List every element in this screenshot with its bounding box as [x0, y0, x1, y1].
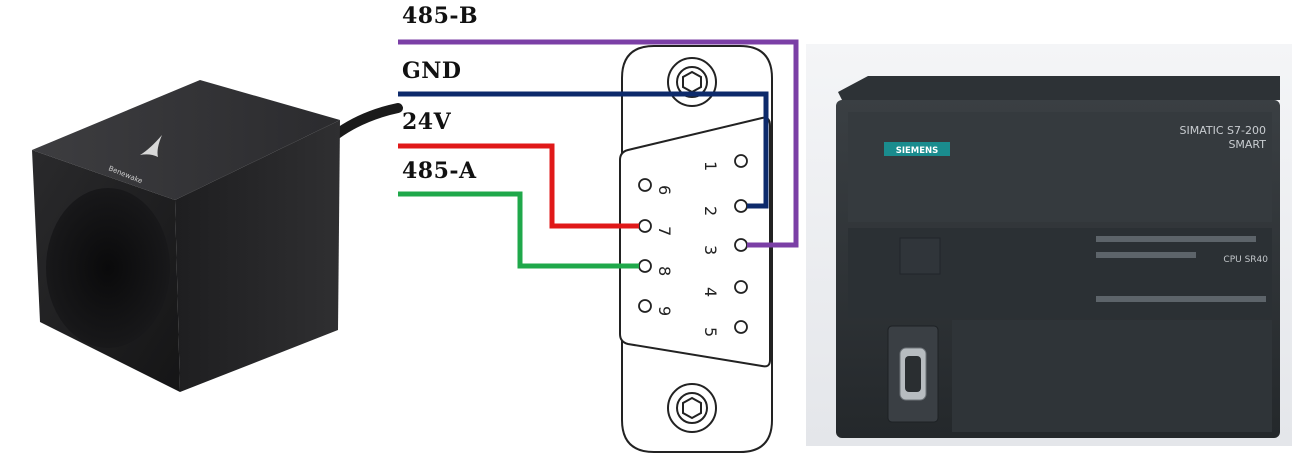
db9-connector: 1 2 3 4 5 6 7 8 9: [619, 45, 773, 453]
pin-hole-2: [734, 199, 748, 213]
connector-d-shell: [619, 116, 771, 368]
plc-upper-panel: [848, 112, 1272, 222]
wires: [398, 39, 799, 269]
label-485-b: 485-B: [402, 3, 479, 29]
sensor-logo-icon: [140, 135, 162, 157]
plc-model-line2: SMART: [1228, 138, 1266, 151]
sensor-lens: [46, 188, 170, 348]
pin-hole-1: [734, 154, 748, 168]
pin-label-2: 2: [701, 206, 720, 216]
plc-lower-cover: [952, 320, 1272, 432]
pin-hole-9: [638, 299, 652, 313]
pin-hole-7: [638, 219, 652, 233]
label-gnd: GND: [402, 58, 462, 84]
sensor-device: Benewake: [32, 80, 403, 392]
pin-hole-3: [734, 238, 748, 252]
sensor-side-face: [175, 120, 340, 392]
bottom-screw-icon: [667, 383, 717, 433]
sensor-top-face: [32, 80, 340, 200]
pin-label-9: 9: [655, 306, 674, 316]
wire-485-b: [398, 39, 799, 248]
pin-label-5: 5: [701, 327, 720, 337]
plc-io-led-strip-top: [1096, 236, 1256, 242]
wire-gnd: [398, 91, 769, 209]
wire-24v: [398, 143, 639, 229]
plc-db9-port-inner: [905, 356, 921, 392]
pin-label-8: 8: [655, 266, 674, 276]
plc-status-leds: [899, 237, 941, 275]
plc-io-led-strip-bottom: [1096, 296, 1266, 302]
plc-device: SIEMENS SIMATIC S7-200 SMART CPU SR40: [806, 44, 1292, 446]
plc-cpu-label: CPU SR40: [1223, 255, 1268, 265]
label-485-a: 485-A: [402, 158, 477, 184]
pin-hole-6: [638, 178, 652, 192]
pin-hole-8: [638, 259, 652, 273]
pin-label-3: 3: [701, 245, 720, 255]
label-24v: 24V: [402, 109, 452, 135]
plc-model-line1: SIMATIC S7-200: [1180, 124, 1266, 137]
pin-column-left: 6 7 8 9: [638, 178, 674, 316]
top-screw-icon: [667, 57, 717, 107]
pin-hole-4: [734, 280, 748, 294]
wire-485-a: [398, 191, 639, 269]
pin-label-1: 1: [701, 161, 720, 171]
plc-brand: SIEMENS: [896, 146, 939, 156]
plc-brand-badge: [884, 142, 950, 156]
plc-io-led-strip-mid: [1096, 252, 1196, 258]
pin-label-4: 4: [701, 287, 720, 297]
pin-label-6: 6: [655, 185, 674, 195]
pin-label-7: 7: [655, 226, 674, 236]
pin-hole-5: [734, 320, 748, 334]
